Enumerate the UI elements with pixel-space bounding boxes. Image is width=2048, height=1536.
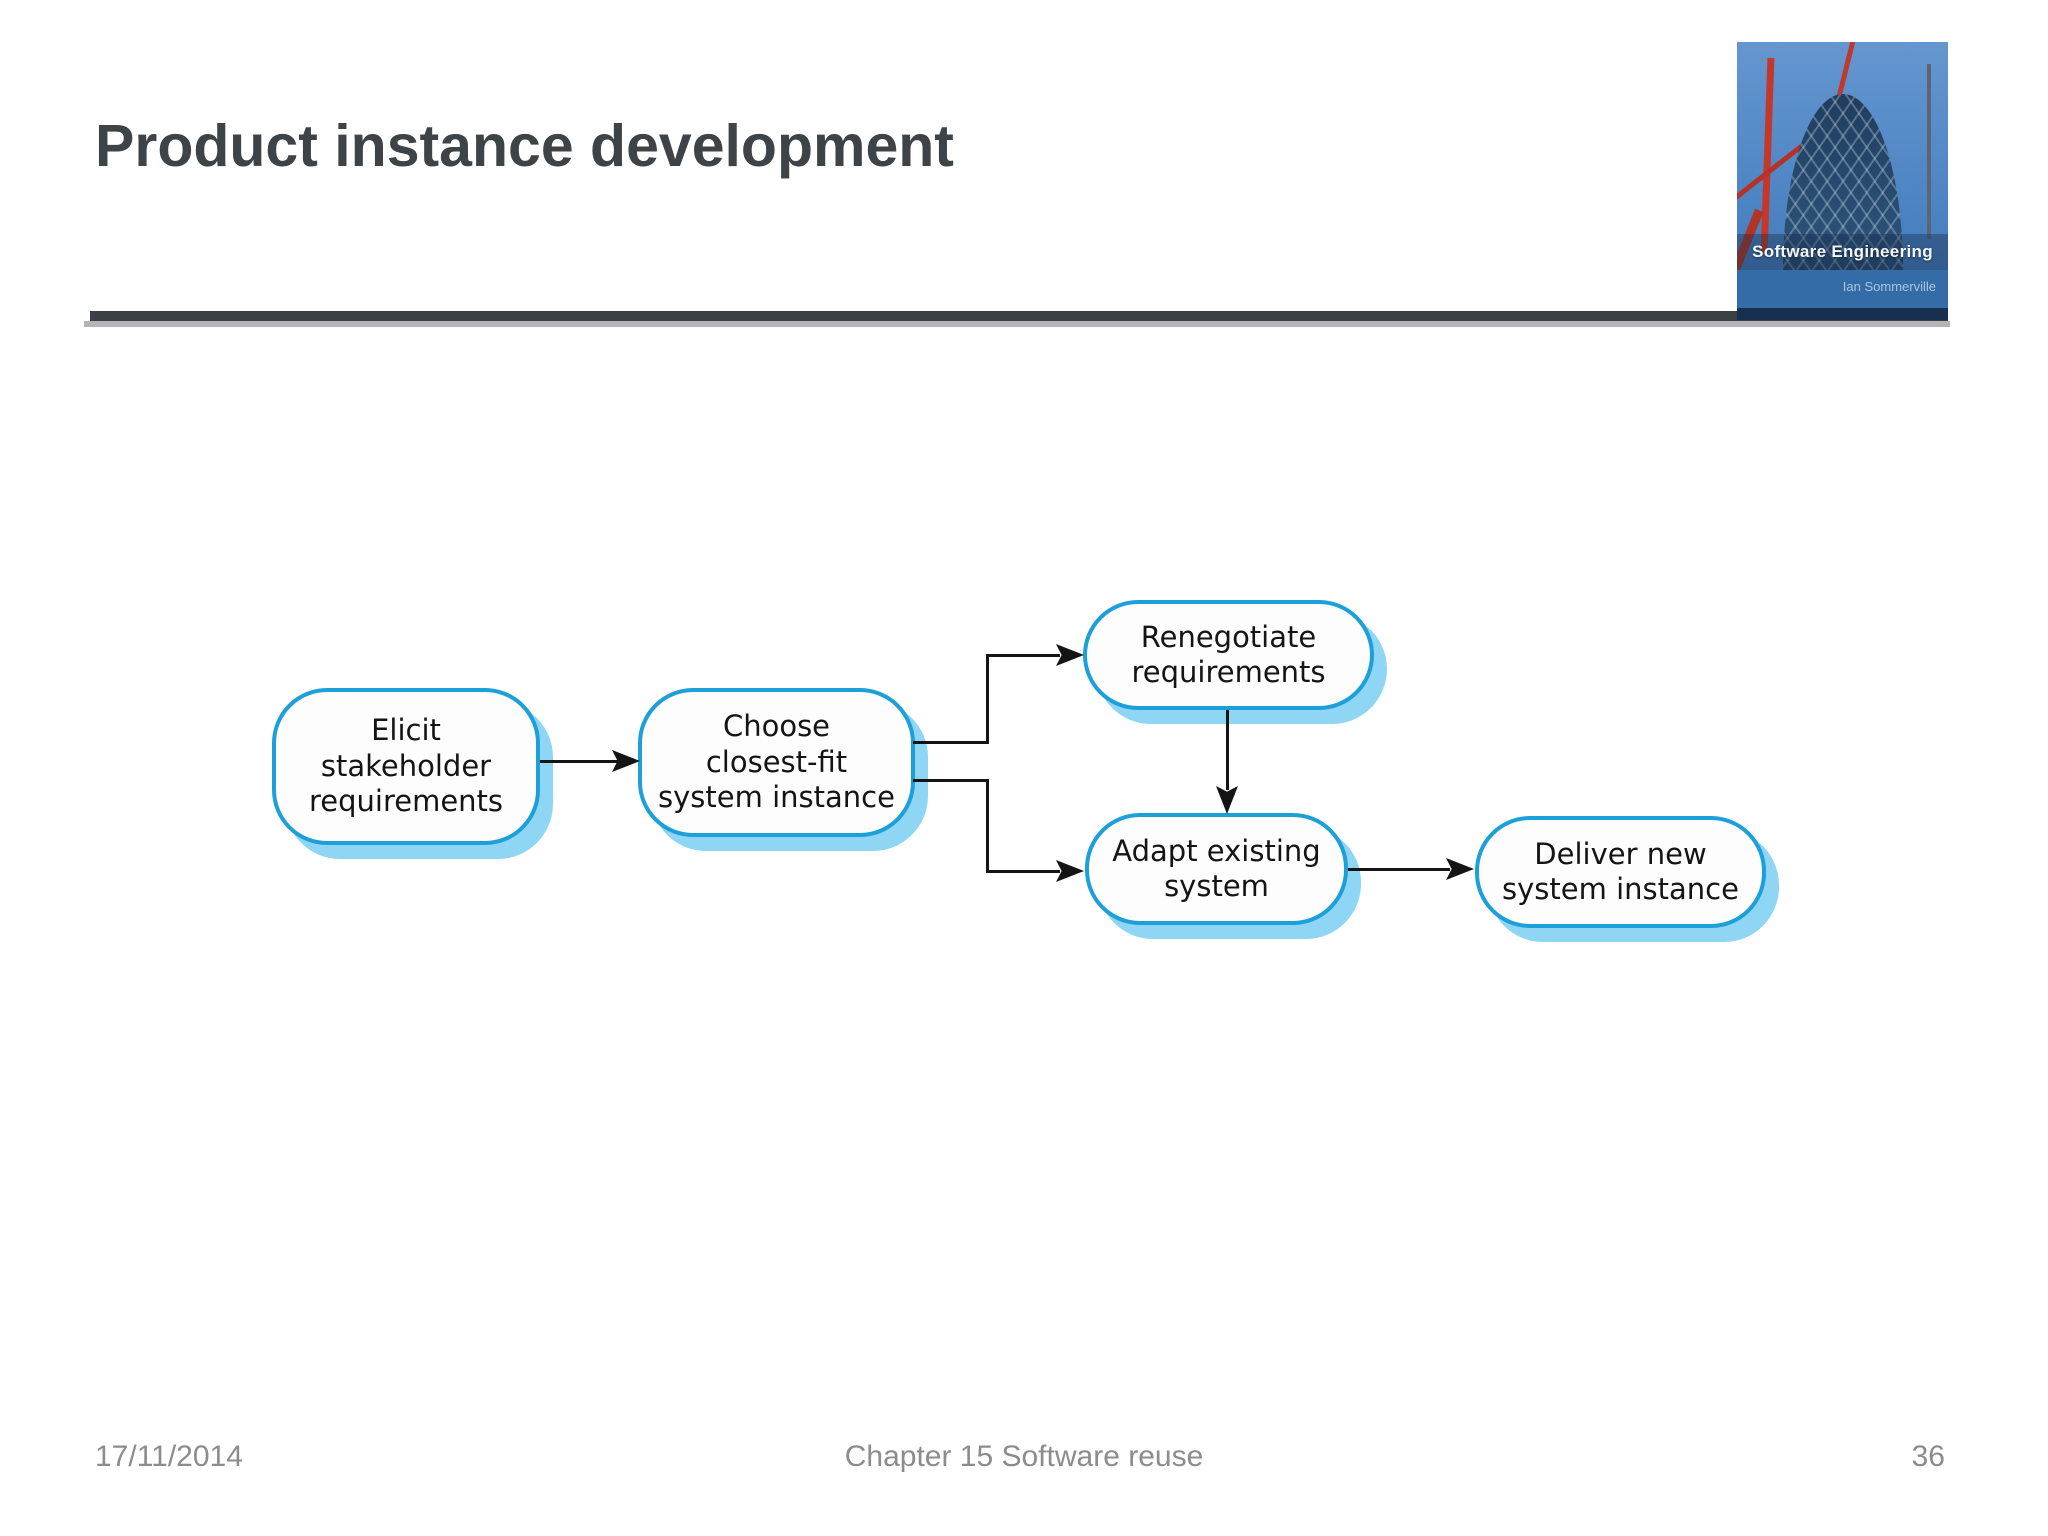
connector-choose-to-renegotiate: [913, 741, 989, 744]
book-cover-bottom-strip: [1737, 308, 1948, 320]
node-renegotiate-requirements: Renegotiate requirements: [1083, 600, 1374, 710]
footer-page-number: 36: [1911, 1440, 1945, 1473]
title-rule-shadow: [84, 321, 1950, 327]
node-adapt-existing-system: Adapt existing system: [1085, 813, 1348, 925]
connector-choose-to-renegotiate: [986, 654, 1060, 657]
tower-mast-icon: [1927, 64, 1931, 239]
node-choose-closest-fit-system-instance: Choose closest-fit system instance: [638, 688, 915, 837]
connector-elicit-to-choose: [540, 760, 618, 763]
node-deliver-new-system-instance: Deliver new system instance: [1475, 816, 1766, 928]
connector-choose-to-renegotiate: [986, 655, 989, 744]
arrowhead-icon: [1056, 644, 1084, 666]
node-elicit-stakeholder-requirements: Elicit stakeholder requirements: [272, 688, 540, 845]
title-rule-dark: [90, 311, 1948, 321]
connector-choose-to-adapt: [986, 870, 1060, 873]
page-title: Product instance development: [95, 113, 954, 179]
connector-adapt-to-deliver: [1348, 868, 1450, 871]
connector-choose-to-adapt: [913, 779, 989, 782]
arrowhead-icon: [1216, 786, 1238, 814]
book-cover-author: Ian Sommerville: [1737, 270, 1948, 308]
book-cover-image: Software Engineering Ian Sommerville: [1737, 42, 1948, 320]
crane-icon: [1760, 57, 1775, 254]
connector-choose-to-adapt: [986, 779, 989, 873]
arrowhead-icon: [1446, 858, 1474, 880]
arrowhead-icon: [1056, 860, 1084, 882]
connector-renegotiate-to-adapt: [1226, 710, 1229, 790]
footer-chapter-title: Chapter 15 Software reuse: [844, 1440, 1204, 1473]
book-cover-title: Software Engineering: [1737, 234, 1948, 270]
footer-date: 17/11/2014: [95, 1440, 243, 1473]
